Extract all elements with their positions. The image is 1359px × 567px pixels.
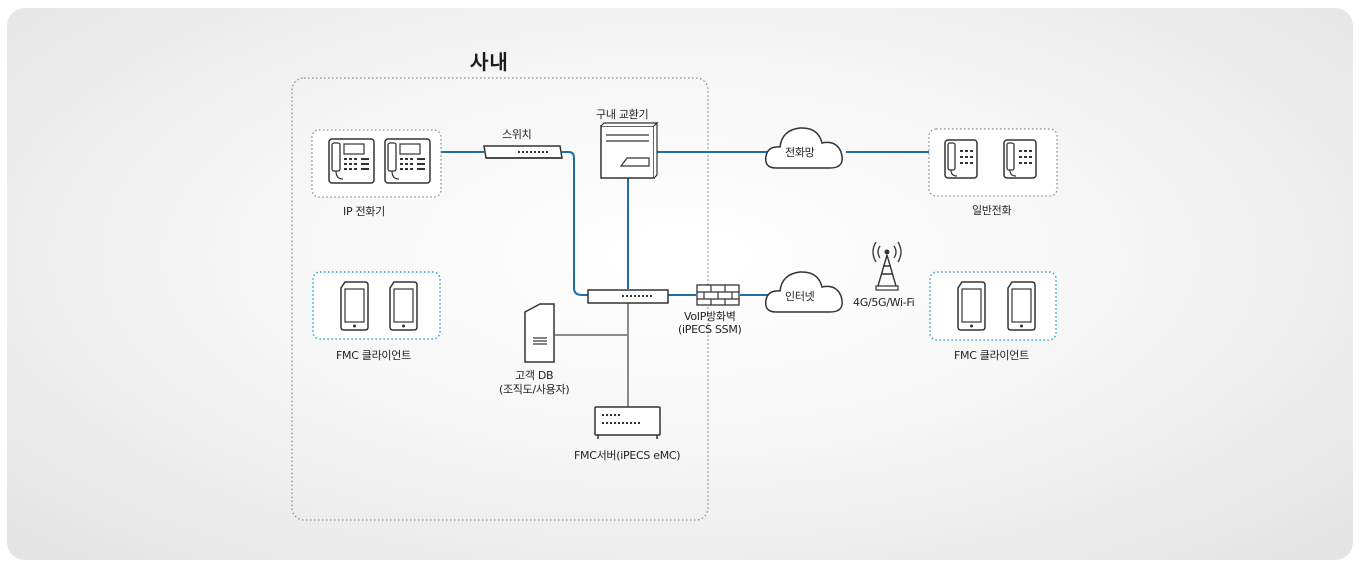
fmc-client-right-label: FMC 클라이언트 — [954, 349, 1029, 362]
desk-phone-icon — [944, 139, 978, 179]
switch-label: 스위치 — [502, 128, 532, 141]
cloud-icon — [764, 271, 843, 313]
desk-phone-icon — [1003, 139, 1037, 179]
regular-phone-label: 일반전화 — [972, 204, 1012, 217]
cloud-icon — [764, 127, 843, 169]
company-title: 사내 — [470, 50, 509, 74]
internet-label: 인터넷 — [785, 290, 815, 303]
fmc-client-group-right — [929, 271, 1057, 341]
diagram-card — [7, 8, 1353, 560]
link-switch-router — [562, 151, 592, 296]
ip-phone-label: IP 전화기 — [343, 205, 385, 218]
db-label-line1: 고객 DB — [515, 369, 554, 382]
connections — [441, 151, 930, 407]
ip-phone-icon — [328, 138, 375, 184]
fmc-server-label: FMC서버(iPECS eMC) — [574, 449, 681, 462]
db-label-line2: (조직도/사용자) — [499, 383, 570, 396]
firewall-label-line2: (iPECS SSM) — [678, 323, 742, 336]
firewall-icon — [696, 284, 740, 306]
company-boundary — [291, 77, 709, 521]
switch-icon — [587, 289, 669, 304]
cell-tower-icon — [872, 241, 902, 291]
db-label: 고객 DB (조직도/사용자) — [499, 369, 570, 397]
fmc-client-left-label: FMC 클라이언트 — [336, 349, 411, 362]
fmc-client-group-left — [312, 271, 441, 340]
switch-icon — [483, 145, 563, 159]
ip-phone-icon — [384, 138, 431, 184]
rack-server-icon — [594, 406, 661, 439]
wireless-label: 4G/5G/Wi-Fi — [853, 296, 915, 309]
firewall-label-line1: VoIP방화벽 — [684, 310, 736, 323]
pbx-icon — [600, 121, 659, 179]
firewall-label: VoIP방화벽 (iPECS SSM) — [678, 310, 742, 336]
mobile-phone-icon — [1007, 281, 1036, 331]
mobile-phone-icon — [957, 281, 986, 331]
pbx-label: 구내 교환기 — [596, 108, 649, 121]
pstn-label: 전화망 — [785, 146, 815, 159]
mobile-phone-icon — [389, 281, 418, 331]
server-tower-icon — [524, 303, 555, 363]
mobile-phone-icon — [340, 281, 369, 331]
